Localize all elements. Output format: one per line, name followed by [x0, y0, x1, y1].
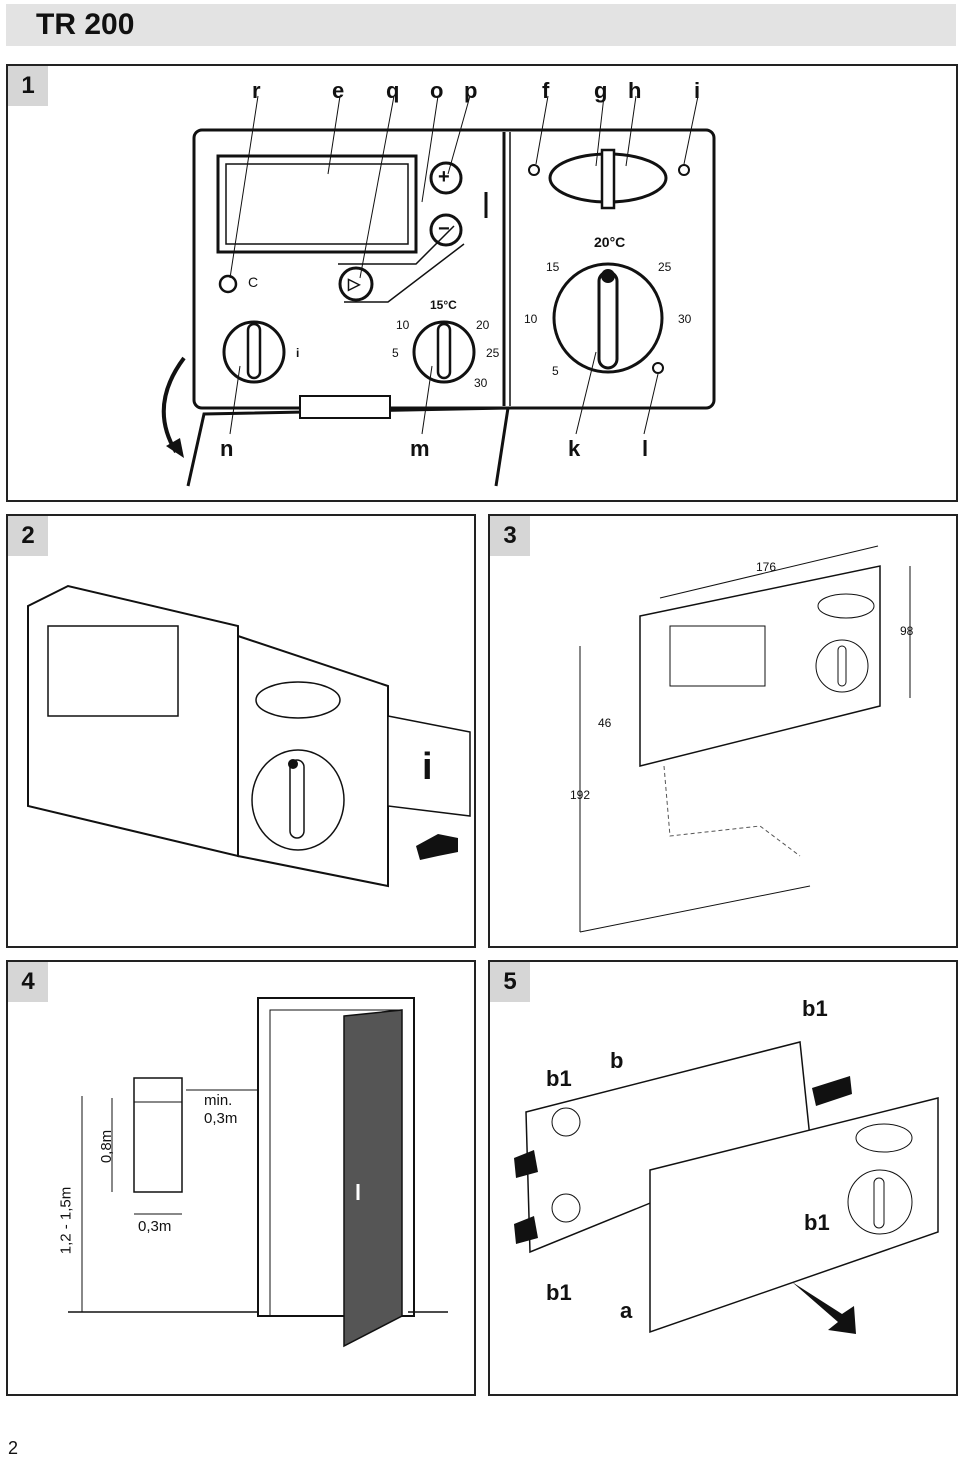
- figure-5-number: 5: [490, 962, 530, 1002]
- label-b: b: [610, 1048, 624, 1073]
- dimension-drawing: [579, 545, 911, 933]
- document-title: TR 200: [36, 8, 135, 41]
- dim-0-3m-width: 0,3m: [138, 1218, 172, 1235]
- figure-3-number: 3: [490, 516, 530, 556]
- clock-letter: C: [248, 274, 259, 290]
- label-h: h: [628, 78, 642, 103]
- label-g: g: [594, 78, 608, 103]
- knob-m-center: 15°C: [430, 298, 457, 312]
- label-b1-top: b1: [802, 996, 828, 1021]
- figure-4-panel: 4 min. 0,3m 0,8m 0,3m 1,2 - 1,5m: [6, 960, 476, 1396]
- dim-0-3m-side: 0,3m: [204, 1110, 238, 1127]
- knob-k-tick-30: 30: [678, 312, 692, 326]
- dim-46: 46: [598, 716, 612, 730]
- figure-3-panel: 3 176 98 46 192: [488, 514, 958, 948]
- thermostat-front-diagram: [161, 95, 716, 487]
- label-k: k: [568, 436, 581, 461]
- label-m: m: [410, 436, 430, 461]
- info-mark: i: [296, 346, 300, 360]
- mounting-position-diagram: [68, 997, 448, 1348]
- dim-min: min.: [204, 1092, 233, 1109]
- label-r: r: [252, 78, 261, 103]
- label-n: n: [220, 436, 234, 461]
- label-a: a: [620, 1298, 633, 1323]
- label-p: p: [464, 78, 478, 103]
- dim-176: 176: [756, 560, 777, 574]
- label-o: o: [430, 78, 444, 103]
- plus-button: +: [438, 166, 450, 188]
- knob-m-tick-10: 10: [396, 318, 410, 332]
- page-header: TR 200: [6, 4, 956, 46]
- assembly-diagram: [514, 1041, 939, 1334]
- figure-2-panel: 2 i: [6, 514, 476, 948]
- label-i: i: [694, 78, 701, 103]
- knob-k-tick-10: 10: [524, 312, 538, 326]
- info-card-label: i: [422, 746, 433, 788]
- knob-k-tick-5: 5: [552, 364, 559, 378]
- label-b1-left: b1: [546, 1066, 572, 1091]
- label-q: q: [386, 78, 400, 103]
- knob-m-tick-5: 5: [392, 346, 399, 360]
- minus-button: −: [438, 218, 450, 240]
- figure-2-number: 2: [8, 516, 48, 556]
- dim-192: 192: [570, 788, 591, 802]
- figure-1-number: 1: [8, 66, 48, 106]
- label-f: f: [542, 78, 550, 103]
- figure-4-number: 4: [8, 962, 48, 1002]
- knob-m-tick-25: 25: [486, 346, 500, 360]
- label-e: e: [332, 78, 345, 103]
- play-button: ▷: [348, 276, 361, 293]
- knob-m-tick-30: 30: [474, 376, 488, 390]
- dim-0-8m: 0,8m: [98, 1129, 116, 1164]
- label-b1-bottom: b1: [546, 1280, 572, 1305]
- label-b1-right: b1: [804, 1210, 830, 1235]
- knob-k-center: 20°C: [594, 234, 626, 250]
- dim-height-range: 1,2 - 1,5m: [57, 1186, 75, 1255]
- knob-k-tick-15: 15: [546, 260, 560, 274]
- knob-m-tick-20: 20: [476, 318, 490, 332]
- page-number: 2: [8, 1438, 19, 1458]
- knob-k-tick-25: 25: [658, 260, 672, 274]
- figure-1-panel: 1: [6, 64, 958, 502]
- dim-98: 98: [900, 624, 914, 638]
- figure-5-panel: 5 b1 b b1 b1 b1 a: [488, 960, 958, 1396]
- label-l: l: [642, 436, 649, 461]
- thermostat-info-card-diagram: [27, 584, 471, 888]
